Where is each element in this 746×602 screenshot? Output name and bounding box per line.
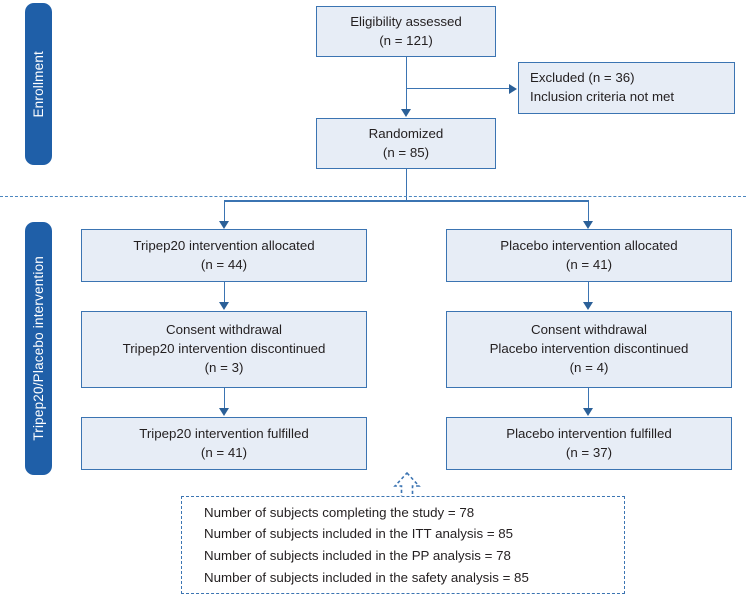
placebo-fulfilled-line-1: Placebo intervention fulfilled	[506, 425, 672, 441]
connector-randomized-stem	[405, 169, 407, 201]
tripep20-allocated-line-2: (n = 44)	[200, 256, 248, 272]
arrowhead-placebo-withdrawal-to-fulfilled	[583, 408, 593, 416]
arrowhead-split-to-tripep20	[219, 221, 229, 229]
node-excluded: Excluded (n = 36) Inclusion criteria not…	[518, 62, 735, 114]
node-randomized: Randomized (n = 85)	[316, 118, 496, 169]
connector-randomization-split-bus	[224, 200, 588, 202]
tripep20-withdrawal-line-3: (n = 3)	[204, 359, 244, 375]
placebo-withdrawal-line-2: Placebo intervention discontinued	[489, 341, 689, 357]
summary-line-4: Number of subjects included in the safet…	[204, 569, 529, 585]
node-placebo-fulfilled: Placebo intervention fulfilled (n = 37)	[446, 417, 732, 470]
phase-bar-enrollment: Enrollment	[25, 3, 52, 165]
tripep20-fulfilled-line-2: (n = 41)	[200, 444, 248, 460]
phase-label-intervention: Tripep20/Placebo intervention	[31, 256, 46, 441]
node-placebo-withdrawal: Consent withdrawal Placebo intervention …	[446, 311, 732, 388]
randomized-line-1: Randomized	[368, 125, 444, 141]
phase-label-enrollment: Enrollment	[31, 50, 46, 118]
connector-tripep20-allocated-to-withdrawal	[223, 282, 225, 303]
connector-eligibility-to-excluded	[405, 87, 510, 89]
placebo-allocated-line-1: Placebo intervention allocated	[500, 237, 678, 253]
summary-line-1: Number of subjects completing the study …	[204, 504, 475, 520]
arrowhead-placebo-allocated-to-withdrawal	[583, 302, 593, 310]
eligibility-line-1: Eligibility assessed	[350, 13, 462, 29]
arrowhead-tripep20-allocated-to-withdrawal	[219, 302, 229, 310]
connector-placebo-withdrawal-to-fulfilled	[587, 388, 589, 409]
arrowhead-split-to-placebo	[583, 221, 593, 229]
summary-line-2: Number of subjects included in the ITT a…	[204, 526, 514, 542]
tripep20-allocated-line-1: Tripep20 intervention allocated	[133, 237, 315, 253]
phase-bar-intervention: Tripep20/Placebo intervention	[25, 222, 52, 475]
arrowhead-eligibility-to-randomized	[401, 109, 411, 117]
excluded-line-1: Excluded (n = 36)	[530, 70, 635, 86]
node-tripep20-withdrawal: Consent withdrawal Tripep20 intervention…	[81, 311, 367, 388]
connector-split-to-tripep20	[223, 200, 225, 222]
randomized-line-2: (n = 85)	[382, 144, 430, 160]
node-eligibility-assessed: Eligibility assessed (n = 121)	[316, 6, 496, 57]
summary-line-3: Number of subjects included in the PP an…	[204, 548, 511, 563]
node-placebo-allocated: Placebo intervention allocated (n = 41)	[446, 229, 732, 282]
excluded-line-2: Inclusion criteria not met	[530, 89, 675, 104]
connector-eligibility-to-randomized	[405, 57, 407, 110]
eligibility-line-2: (n = 121)	[379, 32, 433, 48]
node-tripep20-fulfilled: Tripep20 intervention fulfilled (n = 41)	[81, 417, 367, 470]
placebo-withdrawal-line-3: (n = 4)	[569, 359, 609, 375]
placebo-fulfilled-line-2: (n = 37)	[565, 444, 613, 460]
placebo-allocated-line-2: (n = 41)	[565, 256, 613, 272]
connector-placebo-allocated-to-withdrawal	[587, 282, 589, 303]
tripep20-withdrawal-line-2: Tripep20 intervention discontinued	[122, 341, 326, 357]
summary-analysis-box: Number of subjects completing the study …	[181, 496, 625, 594]
connector-tripep20-withdrawal-to-fulfilled	[223, 388, 225, 409]
tripep20-withdrawal-line-1: Consent withdrawal	[165, 322, 283, 338]
arrowhead-eligibility-to-excluded	[509, 84, 517, 94]
section-separator-dashed	[0, 196, 746, 197]
tripep20-fulfilled-line-1: Tripep20 intervention fulfilled	[139, 425, 309, 441]
node-tripep20-allocated: Tripep20 intervention allocated (n = 44)	[81, 229, 367, 282]
connector-split-to-placebo	[587, 200, 589, 222]
arrowhead-tripep20-withdrawal-to-fulfilled	[219, 408, 229, 416]
placebo-withdrawal-line-1: Consent withdrawal	[530, 322, 648, 338]
